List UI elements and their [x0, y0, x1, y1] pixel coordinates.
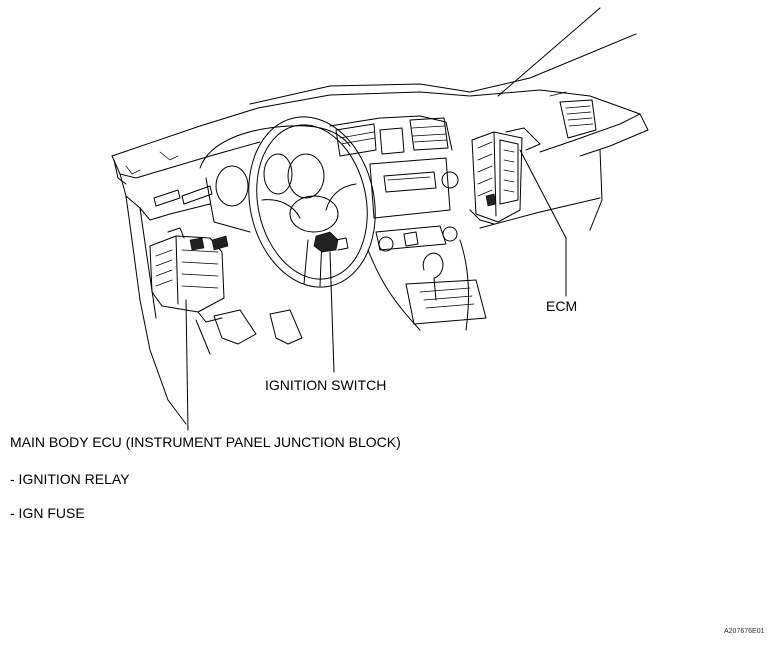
dashboard-outline — [111, 89, 649, 425]
ecm-label: ECM — [546, 298, 578, 314]
leader-lines — [185, 149, 567, 431]
windshield-lines — [249, 7, 637, 105]
main-body-ecu-label: MAIN BODY ECU (INSTRUMENT PANEL JUNCTION… — [10, 434, 401, 450]
ign-fuse-label: - IGN FUSE — [10, 505, 85, 521]
ignition-relay-label: - IGNITION RELAY — [10, 471, 130, 487]
pedals — [195, 309, 303, 355]
figure-code: A207676E01 — [724, 628, 765, 635]
center-console — [329, 115, 487, 331]
ignition-switch-part — [313, 231, 349, 253]
ignition-switch-label: IGNITION SWITCH — [265, 377, 387, 393]
instrument-cluster — [199, 125, 351, 233]
steering-wheel — [248, 116, 376, 288]
junction-block-part — [149, 227, 229, 323]
ecm-part — [469, 127, 541, 225]
